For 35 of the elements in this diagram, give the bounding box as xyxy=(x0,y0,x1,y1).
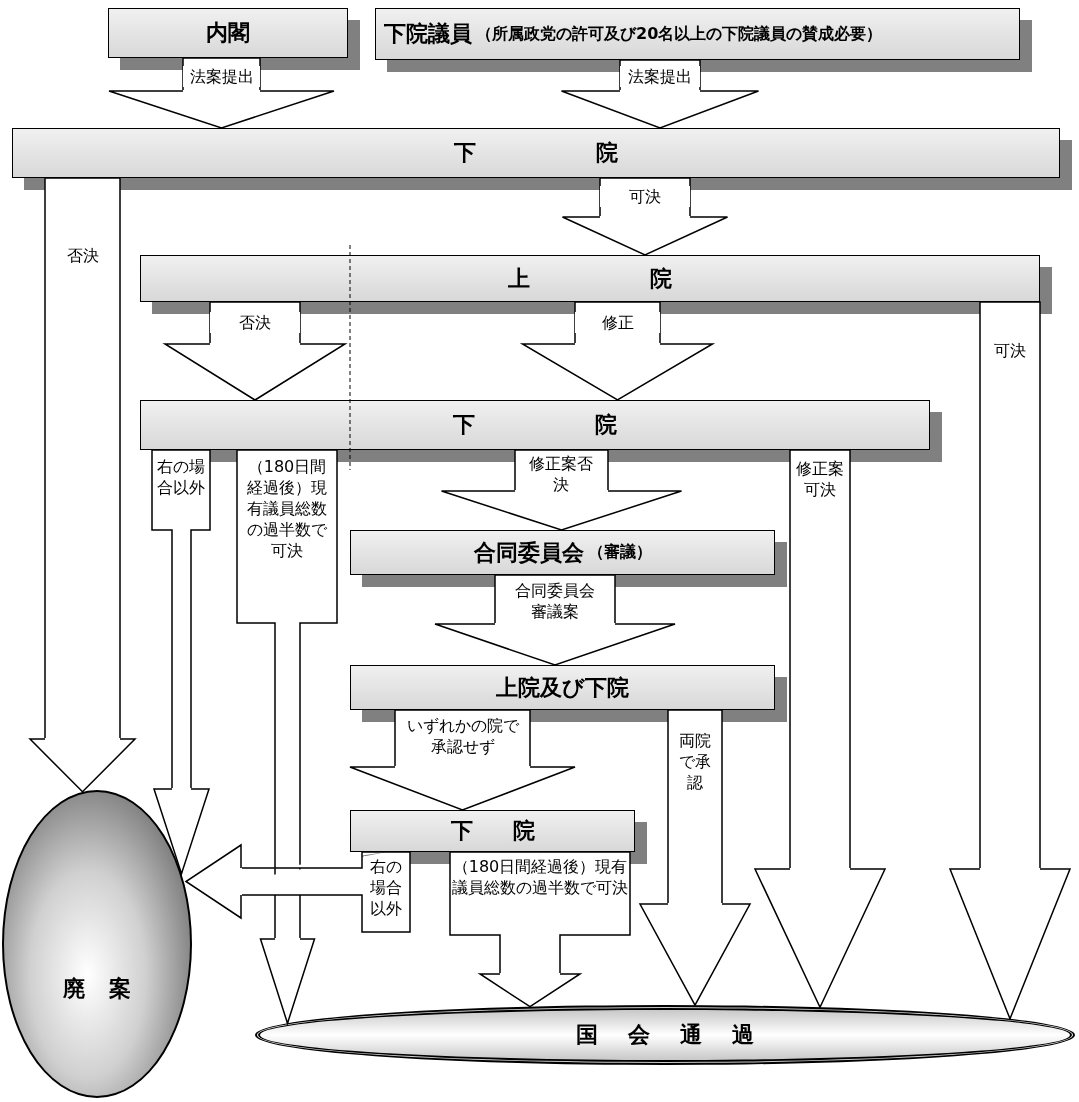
block-arrow xyxy=(440,449,683,531)
block-arrow xyxy=(521,301,714,401)
block-arrow xyxy=(151,449,211,875)
edge-label: 右の場合以外 xyxy=(154,456,208,498)
block-arrow xyxy=(164,301,346,401)
title-text: 下院 xyxy=(454,139,738,167)
block-arrow xyxy=(754,449,886,1008)
block-arrow xyxy=(434,574,676,666)
edge-label: （180日間経過後）現有議員総数の過半数で可決 xyxy=(452,856,628,898)
title-text: 上院 xyxy=(508,264,792,293)
block-arrow xyxy=(639,709,751,1006)
block-arrow xyxy=(449,851,631,1008)
title-text: 下院 xyxy=(453,411,737,439)
title-text: 内閣 xyxy=(206,19,250,47)
title-text: 国会通過 xyxy=(576,1021,784,1049)
block-arrow xyxy=(949,301,1071,1020)
title-text: 廃案 xyxy=(63,975,155,1003)
edge-label: 否決 xyxy=(210,312,300,333)
block-arrow xyxy=(236,449,338,1025)
block-arrow xyxy=(108,57,335,129)
block-arrow xyxy=(560,59,760,129)
edge-label: 法案提出 xyxy=(620,66,700,87)
edge-label: 修正案否決 xyxy=(528,453,594,495)
block-arrow xyxy=(561,177,729,256)
edge-label: 可決 xyxy=(600,186,690,207)
block-arrow xyxy=(349,709,576,811)
title-text: 下院 xyxy=(450,817,575,845)
block-arrow xyxy=(29,177,136,793)
note-text: （審議） xyxy=(587,542,652,563)
edge-label: 法案提出 xyxy=(183,66,260,87)
title-text: 上院及び下院 xyxy=(496,673,629,702)
edge-label: 修正 xyxy=(575,312,660,333)
title-text: 下院議員 xyxy=(384,20,472,48)
title-text: 合同委員会 xyxy=(473,538,584,567)
note-text: （所属政党の許可及び20名以上の下院議員の賛成必要） xyxy=(476,23,883,45)
